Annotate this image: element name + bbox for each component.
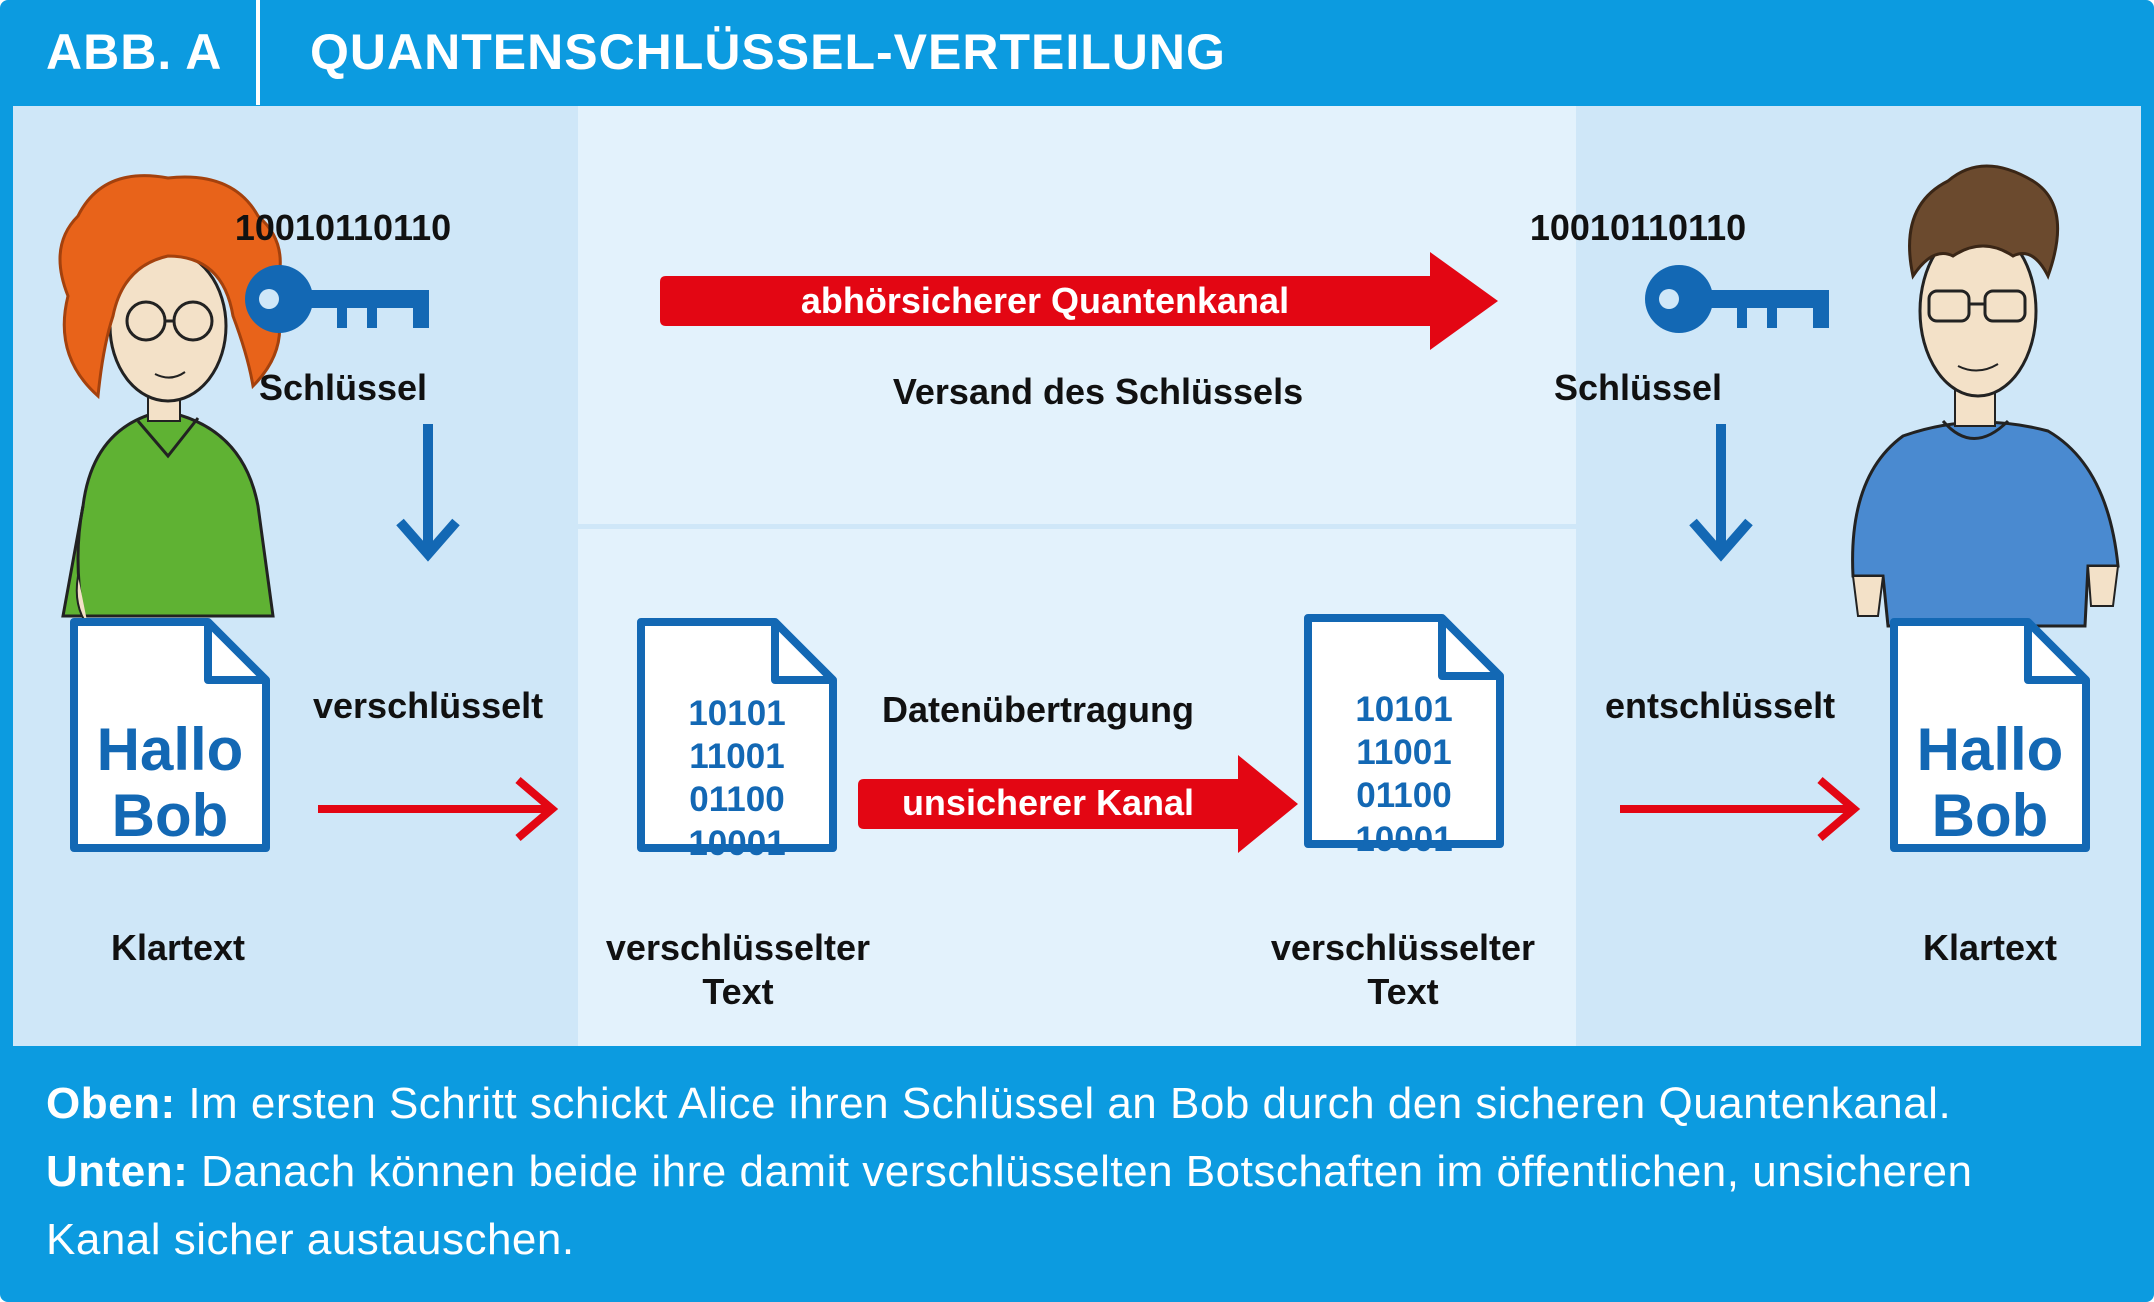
caption-bold: Unten: <box>46 1147 189 1196</box>
quantum-caption: Versand des Schlüssels <box>892 371 1304 412</box>
bob-person-icon <box>1833 146 2123 646</box>
bob-key-bits: 10010110110 <box>1529 207 1747 248</box>
key-icon <box>1641 264 1841 334</box>
alice-key-bits: 10010110110 <box>234 207 452 248</box>
center-divider <box>578 524 1576 529</box>
bob-key-label: Schlüssel <box>1553 367 1723 408</box>
encrypted-left-label: Text <box>702 971 774 1012</box>
quantum-channel-arrow: abhörsicherer Quantenkanal <box>660 246 1502 356</box>
binary-line: 11001 <box>689 737 785 776</box>
encrypted-left-label: verschlüsselter <box>605 927 871 968</box>
bob-doc-label: Klartext <box>1922 927 2058 968</box>
arrow-right-icon <box>318 774 563 844</box>
key-icon <box>241 264 441 334</box>
bob-action-label: entschlüsselt <box>1605 685 1836 726</box>
binary-line: 10101 <box>1355 690 1453 729</box>
encrypted-document-right: 10101 11001 01100 10001 <box>1302 612 1506 859</box>
encrypted-right-label: Text <box>1367 971 1439 1012</box>
binary-line: 01100 <box>1356 776 1452 815</box>
caption-bold: Oben: <box>46 1079 176 1128</box>
binary-line: 11001 <box>1356 733 1452 772</box>
encrypted-right-label: verschlüsselter <box>1270 927 1536 968</box>
caption-line: Kanal sicher austauschen. <box>46 1206 2126 1274</box>
alice-key-label: Schlüssel <box>258 367 428 408</box>
caption-line: Unten: Danach können beide ihre damit ve… <box>46 1138 2126 1206</box>
diagram-panel: 10010110110 Schlüssel Hallo <box>13 106 2141 1046</box>
figure-caption: Oben: Im ersten Schritt schickt Alice ih… <box>46 1070 2126 1274</box>
encrypted-document-left: 10101 11001 01100 10001 <box>635 616 839 863</box>
doc-text-line: Bob <box>1931 782 2049 849</box>
bob-plaintext-document: Hallo Bob <box>1888 616 2092 854</box>
arrow-right-icon <box>1620 774 1865 844</box>
caption-line: Oben: Im ersten Schritt schickt Alice ih… <box>46 1070 2126 1138</box>
insecure-channel-arrow: unsicherer Kanal <box>858 751 1303 857</box>
caption-text: Kanal sicher austauschen. <box>46 1215 575 1264</box>
figure-label: ABB. A <box>46 24 223 80</box>
alice-doc-label: Klartext <box>110 927 246 968</box>
binary-line: 10101 <box>688 694 786 733</box>
alice-plaintext-document: Hallo Bob <box>68 616 272 854</box>
figure-title: QUANTENSCHLÜSSEL-VERTEILUNG <box>310 24 1226 80</box>
binary-line: 01100 <box>689 780 785 819</box>
binary-line: 10001 <box>1355 820 1453 859</box>
binary-line: 10001 <box>688 824 786 863</box>
caption-text: Im ersten Schritt schickt Alice ihren Sc… <box>175 1079 1952 1128</box>
header-divider <box>256 0 260 105</box>
quantum-channel-label: abhörsicherer Quantenkanal <box>800 280 1290 321</box>
arrow-down-icon <box>1689 424 1753 564</box>
doc-text-line: Hallo <box>96 716 244 783</box>
insecure-channel-label: unsicherer Kanal <box>901 782 1195 823</box>
alice-action-label: verschlüsselt <box>313 685 544 726</box>
doc-text-line: Bob <box>111 782 229 849</box>
caption-text: Danach können beide ihre damit verschlüs… <box>188 1147 1973 1196</box>
arrow-down-icon <box>396 424 460 564</box>
transfer-title: Datenübertragung <box>881 689 1194 730</box>
doc-text-line: Hallo <box>1916 716 2064 783</box>
